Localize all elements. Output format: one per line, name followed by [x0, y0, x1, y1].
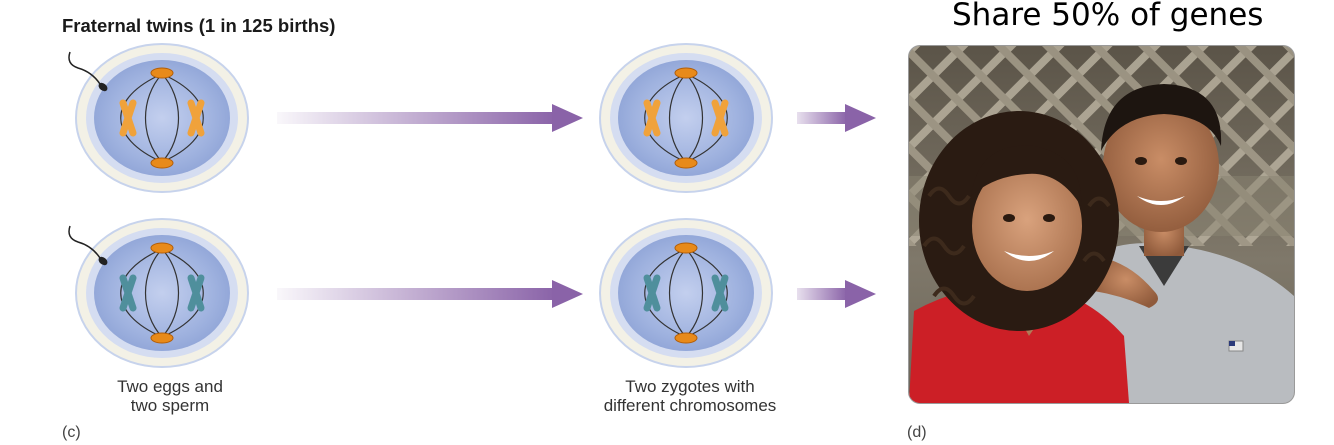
twins-photo	[908, 45, 1295, 404]
sperm-bottom	[68, 225, 108, 266]
caption-eggs-line1: Two eggs and	[117, 377, 223, 396]
caption-zygotes-line1: Two zygotes with	[625, 377, 755, 396]
chromosome-pair-orange	[119, 99, 205, 137]
panel-label-d: (d)	[907, 424, 927, 441]
arrow-bottom-short	[797, 280, 876, 308]
zygote-bottom	[599, 218, 773, 368]
fraternal-twins-diagram	[68, 43, 876, 368]
arrow-top-short	[797, 104, 876, 132]
arrow-bottom-long	[277, 280, 583, 308]
egg-cell-top	[75, 43, 249, 193]
panel-label-c: (c)	[62, 424, 81, 441]
caption-eggs-line2: two sperm	[130, 396, 210, 415]
caption-zygotes: Two zygotes with different chromosomes	[555, 377, 825, 415]
chromosome-pair-teal	[119, 274, 205, 312]
zygote-top	[599, 43, 773, 193]
figure-title: Fraternal twins (1 in 125 births)	[62, 15, 336, 36]
caption-eggs-sperm: Two eggs and two sperm	[70, 377, 270, 415]
arrow-top-long	[277, 104, 583, 132]
sperm-top	[68, 51, 108, 92]
egg-cell-bottom	[75, 218, 249, 368]
headline: Share 50% of genes	[952, 0, 1264, 33]
photo-of-two-smiling-teens-icon	[909, 46, 1294, 403]
caption-zygotes-line2: different chromosomes	[603, 396, 777, 415]
